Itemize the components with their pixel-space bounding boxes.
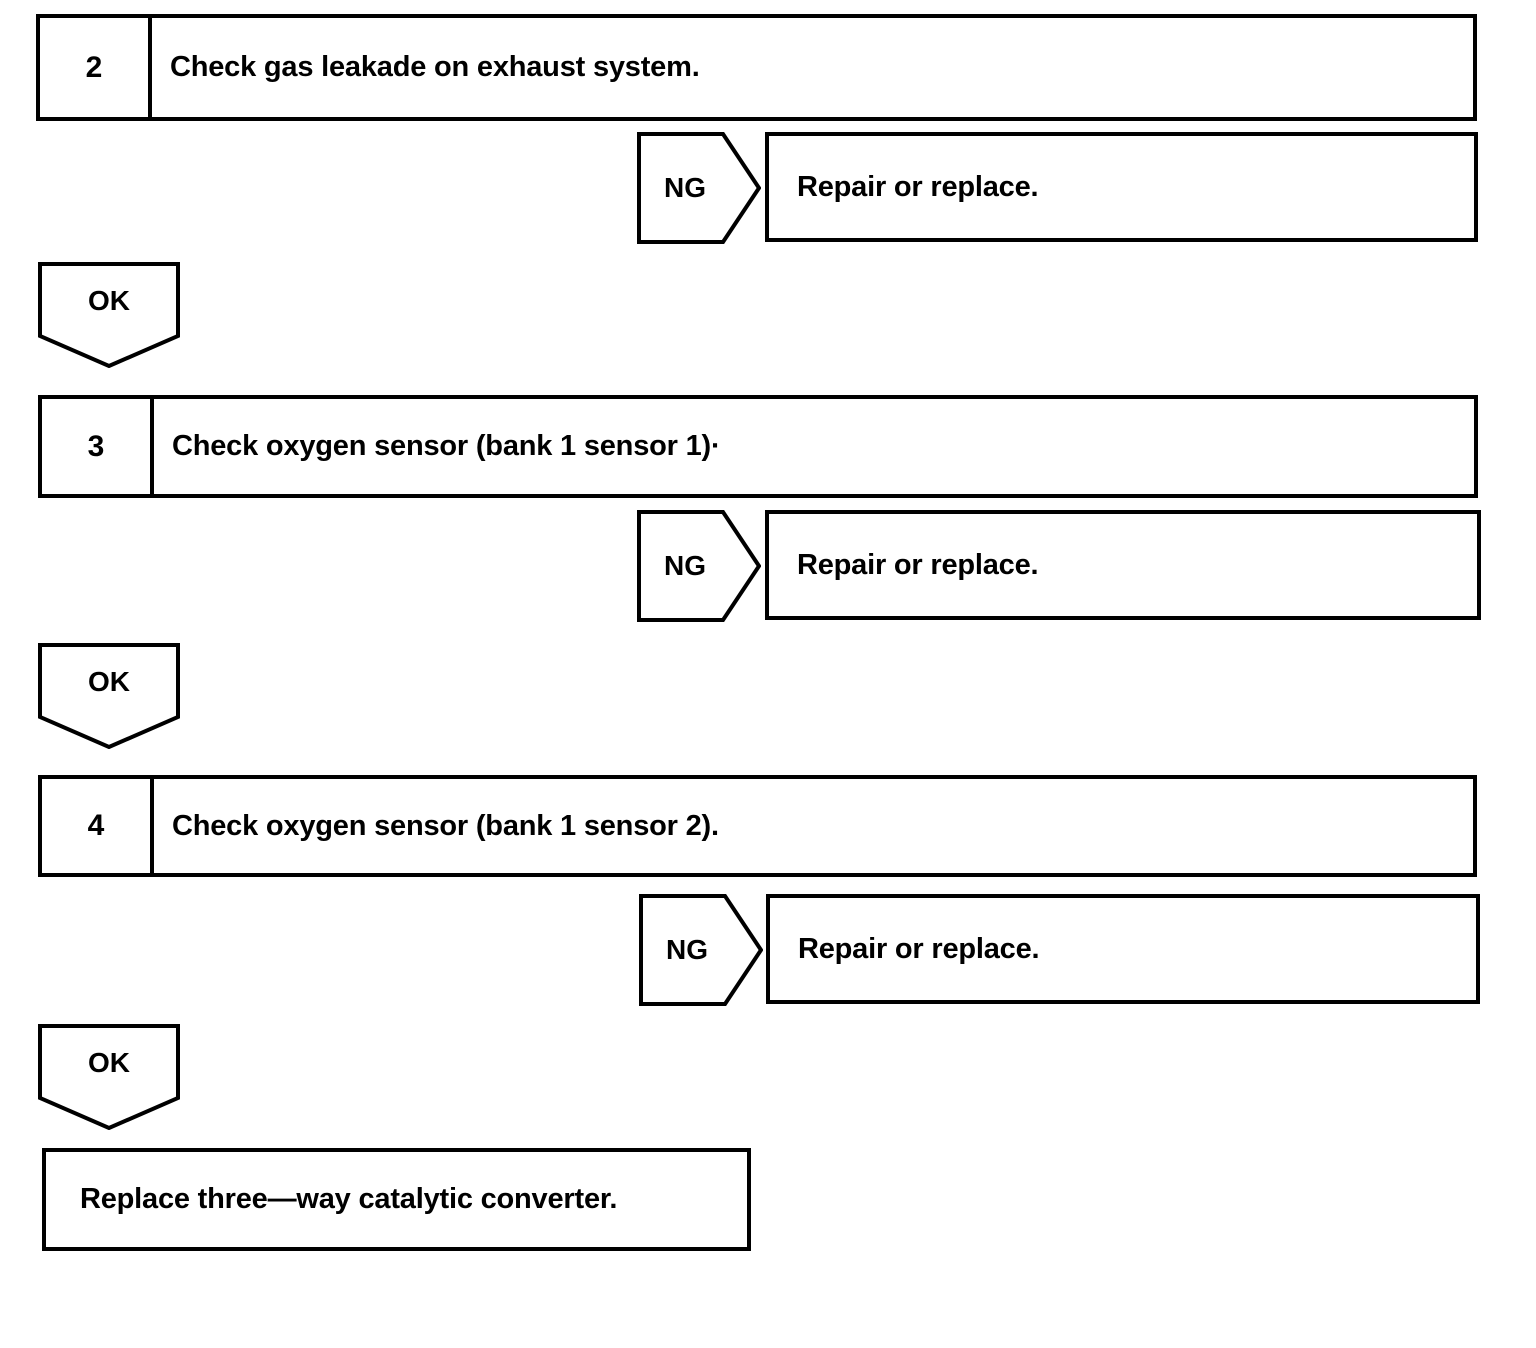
step-box-2: 2 Check gas leakade on exhaust system. — [36, 14, 1477, 121]
step-box-4: 4 Check oxygen sensor (bank 1 sensor 2). — [38, 775, 1477, 877]
step-text-4: Check oxygen sensor (bank 1 sensor 2). — [172, 809, 719, 842]
ok-label-2: OK — [88, 285, 130, 316]
ng-action-box-4: Repair or replace. — [766, 894, 1480, 1004]
step-number-2: 2 — [40, 18, 152, 117]
step-box-3: 3 Check oxygen sensor (bank 1 sensor 1)· — [38, 395, 1478, 498]
ng-label-2: NG — [664, 172, 706, 203]
ng-arrow-2: NG — [637, 132, 761, 244]
ng-label-3: NG — [664, 550, 706, 581]
ok-label-4: OK — [88, 1047, 130, 1078]
step-number-4: 4 — [42, 779, 154, 873]
ng-label-4: NG — [666, 934, 708, 965]
ok-label-3: OK — [88, 666, 130, 697]
ng-action-box-3: Repair or replace. — [765, 510, 1481, 620]
ng-arrow-4: NG — [639, 894, 763, 1006]
ng-arrow-3: NG — [637, 510, 761, 622]
step-text-2: Check gas leakade on exhaust system. — [170, 51, 700, 83]
ok-arrow-4: OK — [38, 1024, 180, 1130]
step-text-3: Check oxygen sensor (bank 1 sensor 1)· — [172, 430, 721, 462]
step-number-3: 3 — [42, 399, 154, 494]
ok-arrow-2: OK — [38, 262, 180, 368]
ok-arrow-3: OK — [38, 643, 180, 749]
final-outcome-box: Replace three—way catalytic converter. — [42, 1148, 751, 1251]
ng-action-box-2: Repair or replace. — [765, 132, 1478, 242]
